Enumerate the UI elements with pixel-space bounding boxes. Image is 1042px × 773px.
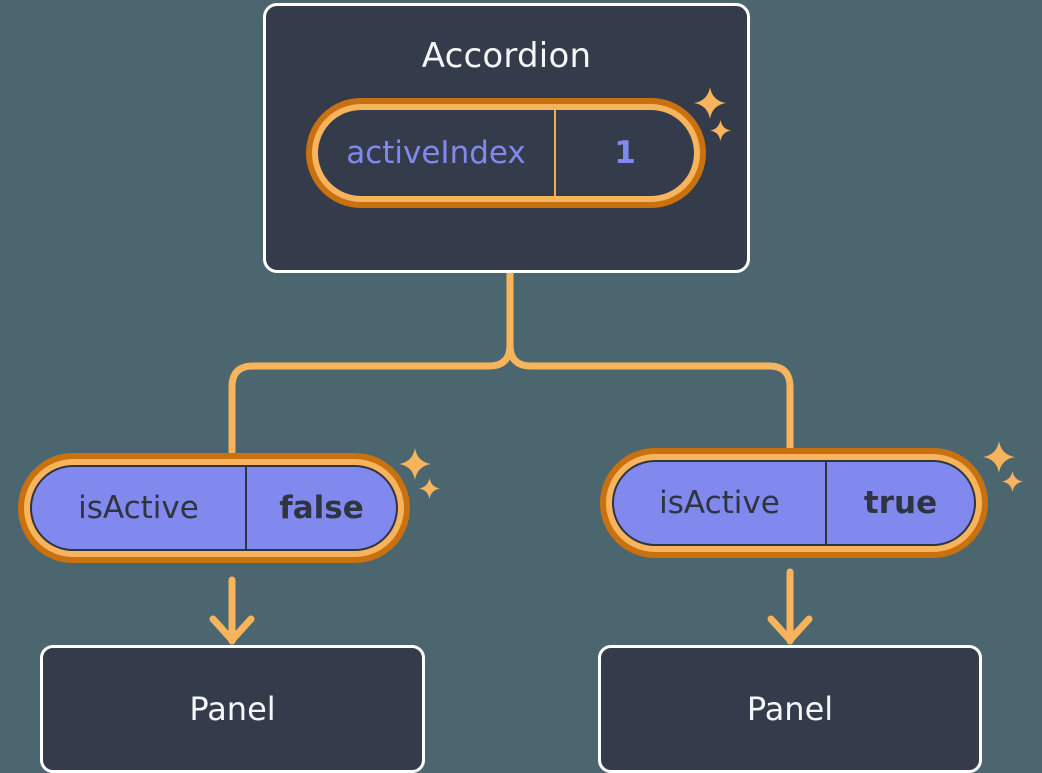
state-value-isactive: true	[863, 485, 938, 521]
left-branch-state-pill[interactable]: isActive false	[18, 453, 410, 563]
state-value-activeindex: 1	[614, 135, 636, 171]
pill-outer-ring: isActive false	[18, 453, 410, 563]
right-panel-node[interactable]: Panel	[598, 645, 982, 773]
panel-title: Panel	[189, 690, 276, 728]
panel-title: Panel	[746, 690, 834, 728]
state-key-isactive: isActive	[614, 462, 827, 544]
state-key-isactive: isActive	[32, 467, 247, 549]
pill-body: isActive false	[30, 465, 398, 551]
pill-outer-ring: isActive true	[600, 448, 988, 558]
connector-accordion-to-branches	[228, 269, 794, 456]
accordion-title: Accordion	[421, 36, 592, 76]
left-panel-node[interactable]: Panel	[40, 645, 425, 773]
sparkle-icon	[419, 478, 440, 499]
pill-body: isActive true	[612, 460, 976, 546]
arrowhead-right-panel-icon	[767, 615, 813, 644]
pill-inner-ring: isActive true	[606, 454, 982, 552]
state-value-isactive: false	[279, 490, 364, 526]
right-branch-state-pill[interactable]: isActive true	[600, 448, 988, 558]
pill-outer-ring: activeIndex 1	[306, 98, 706, 208]
arrowhead-left-panel-icon	[209, 615, 255, 644]
state-key-activeindex: activeIndex	[318, 110, 556, 196]
pill-body: activeIndex 1	[318, 110, 694, 196]
pill-inner-ring: isActive false	[24, 459, 404, 557]
sparkle-icon	[1002, 471, 1023, 492]
accordion-state-pill[interactable]: activeIndex 1	[306, 98, 706, 208]
pill-inner-ring: activeIndex 1	[312, 104, 700, 202]
